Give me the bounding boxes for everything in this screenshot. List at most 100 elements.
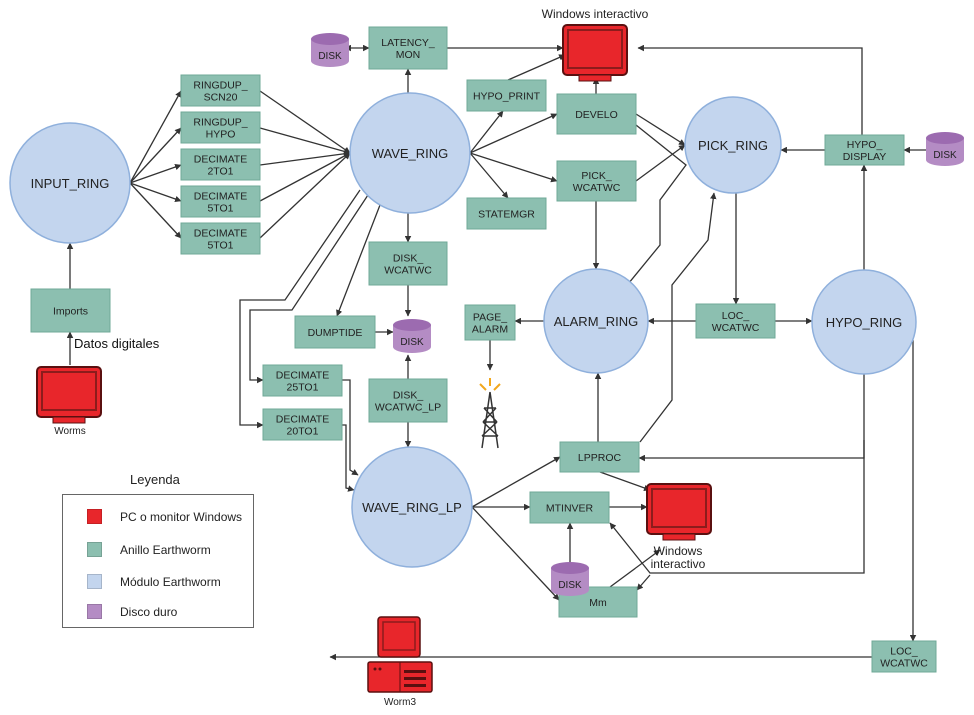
module-label: WCATWC — [880, 658, 928, 670]
disk-icon: DISK — [551, 562, 589, 596]
ring-hypo-ring[interactable]: HYPO_RING — [811, 269, 917, 375]
module-label: PICK_ — [581, 170, 612, 182]
ring-swatch — [87, 542, 102, 557]
module-label: HYPO_PRINT — [473, 91, 541, 103]
module-ringdup-hypo[interactable]: RINGDUP_HYPO — [180, 111, 261, 144]
module-box — [695, 303, 776, 339]
module-hypo-display[interactable]: HYPO_DISPLAY — [824, 134, 905, 166]
ring-circle — [349, 92, 471, 214]
ring-label: WAVE_RING — [372, 146, 449, 161]
module-box — [466, 197, 547, 230]
connector-arrow — [609, 549, 661, 588]
module-hypo-print[interactable]: HYPO_PRINT — [466, 79, 547, 112]
module-label: WCATWC — [712, 322, 760, 334]
connector-arrow — [469, 113, 558, 154]
ring-input-ring[interactable]: INPUT_RING — [9, 122, 131, 244]
ring-circle — [9, 122, 131, 244]
module-box — [466, 79, 547, 112]
connector-arrow — [635, 144, 686, 182]
module-loc-wcatwc[interactable]: LOC_WCATWC — [695, 303, 776, 339]
connector-arrow — [129, 90, 182, 184]
ring-wave-ring[interactable]: WAVE_RING — [349, 92, 471, 214]
connector-arrow — [249, 194, 369, 384]
module-label: WCATWC_LP — [375, 402, 441, 414]
module-label: LPPROC — [578, 452, 622, 464]
connector-arrow — [599, 471, 651, 492]
module-ringdup-scn20[interactable]: RINGDUP_SCN20 — [180, 74, 261, 107]
module-disk-wcatwc[interactable]: DISK_WCATWC — [368, 241, 448, 286]
windows-bottom-monitor-icon — [646, 483, 712, 541]
computer-label: Worm3 — [384, 697, 416, 708]
connector-arrow — [614, 124, 687, 301]
module-label: LOC_ — [890, 646, 918, 658]
module-imports[interactable]: Imports — [30, 288, 111, 333]
legend-label: Módulo Earthworm — [120, 574, 221, 589]
disk-label: DISK — [400, 337, 424, 348]
module-box — [559, 441, 640, 473]
module-pick-wcatwc[interactable]: PICK_WCATWC — [556, 160, 637, 202]
module-label: PAGE_ — [473, 312, 507, 324]
module-label: 25TO1 — [287, 382, 319, 394]
module-lpproc[interactable]: LPPROC — [559, 441, 640, 473]
module-box — [464, 304, 516, 341]
connector-arrow — [129, 163, 182, 184]
connector-arrow — [471, 506, 560, 601]
connector-arrow — [469, 152, 509, 199]
ring-circle — [811, 269, 917, 375]
module-label: DECIMATE — [194, 154, 247, 166]
legend-label: Anillo Earthworm — [120, 542, 211, 557]
ring-circle — [684, 96, 782, 194]
ring-wave-ring-lp[interactable]: WAVE_RING_LP — [351, 446, 473, 568]
legend-title: Leyenda — [130, 472, 180, 487]
module-label: DECIMATE — [276, 414, 329, 426]
connector-arrow — [259, 150, 351, 166]
connector-arrow — [259, 90, 351, 154]
ring-alarm-ring[interactable]: ALARM_RING — [543, 268, 649, 374]
module-page-alarm[interactable]: PAGE_ALARM — [464, 304, 516, 341]
module-loc-wcatwc-2[interactable]: LOC_WCATWC — [871, 640, 937, 673]
antenna-tower-icon — [479, 378, 501, 449]
module-box — [368, 241, 448, 286]
module-label: 20TO1 — [287, 426, 319, 438]
connector-arrow — [342, 424, 355, 492]
windows-top-monitor-icon — [562, 24, 628, 82]
ring-label: ALARM_RING — [554, 314, 639, 329]
module-label: Mm — [589, 597, 607, 609]
connector-arrow — [239, 189, 361, 429]
module-box — [294, 315, 376, 349]
module-box — [262, 364, 343, 397]
module-statemgr[interactable]: STATEMGR — [466, 197, 547, 230]
disk-label: DISK — [558, 580, 582, 591]
legend-label: Disco duro — [120, 604, 178, 619]
module-disk-wcatwc-lp[interactable]: DISK_WCATWC_LP — [368, 378, 448, 423]
ring-label: INPUT_RING — [31, 176, 110, 191]
module-dumptide[interactable]: DUMPTIDE — [294, 315, 376, 349]
computer-label: interactivo — [651, 557, 706, 571]
module-box — [30, 288, 111, 333]
datos-digitales-label: Datos digitales — [74, 336, 160, 351]
connector-arrow — [636, 574, 651, 591]
module-label: 5TO1 — [207, 240, 233, 252]
module-box — [871, 640, 937, 673]
module-mtinver[interactable]: MTINVER — [529, 491, 610, 524]
ring-label: WAVE_RING_LP — [362, 500, 462, 515]
ring-pick-ring[interactable]: PICK_RING — [684, 96, 782, 194]
module-box — [368, 26, 448, 70]
module-swatch — [87, 574, 102, 589]
connector-arrow — [637, 44, 863, 135]
module-latency-mon[interactable]: LATENCY_MON — [368, 26, 448, 70]
module-box — [180, 74, 261, 107]
module-label: DISK_ — [393, 390, 424, 402]
module-develo[interactable]: DEVELO — [556, 93, 637, 135]
module-label: ALARM — [472, 324, 508, 336]
module-label: Imports — [53, 306, 88, 318]
ring-circle — [351, 446, 473, 568]
module-label: RINGDUP_ — [193, 117, 247, 129]
legend-item-pc: PC o monitor Windows — [87, 509, 242, 524]
legend-item-module: Módulo Earthworm — [87, 574, 221, 589]
